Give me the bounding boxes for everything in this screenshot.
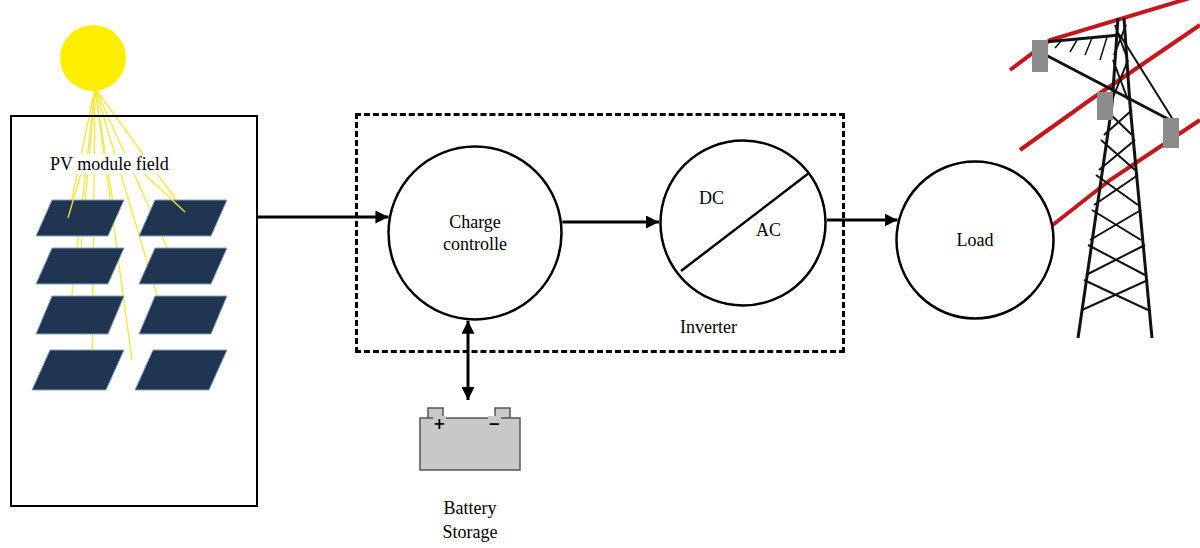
text-slot: Load [895,160,1055,320]
flow-arrow [827,219,898,222]
sun [60,25,126,91]
sun-rays-over [68,170,185,218]
inverter-group: Inverter Charge controlle DC AC [355,113,845,353]
flow-arrow [467,321,470,400]
pv-panels [32,200,227,390]
dc-ac-converter-circle: DC AC [659,139,827,307]
load-circle: Load [895,160,1055,320]
insulators [1032,40,1179,148]
pv-field-box: PV module field [10,115,258,507]
node-label: AC [756,220,781,240]
text-slot: AC [756,219,781,241]
flow-arrow [258,216,388,219]
battery-storage: Battery Storage [405,400,535,546]
text-slot: PV module field [48,153,171,175]
charge-controller-circle: Charge controlle [387,145,563,321]
transmission-tower [1040,18,1172,338]
node-label: Inverter [678,317,739,337]
text-slot: Battery Storage [425,496,515,544]
node-label: PV module field [48,154,171,174]
text-slot: Charge controlle [387,145,563,321]
flow-arrow [562,221,659,224]
node-label: Load [957,229,994,251]
circle-outline [659,139,827,307]
circle-outline [387,145,563,321]
node-label: Charge controlle [425,211,525,255]
text-slot: Inverter [678,316,739,338]
text-slot: DC [699,187,724,209]
battery-minus-sign: − [488,416,501,432]
node-label: Battery Storage [425,496,515,544]
battery-plus-sign: + [433,416,446,432]
node-label: DC [699,188,724,208]
